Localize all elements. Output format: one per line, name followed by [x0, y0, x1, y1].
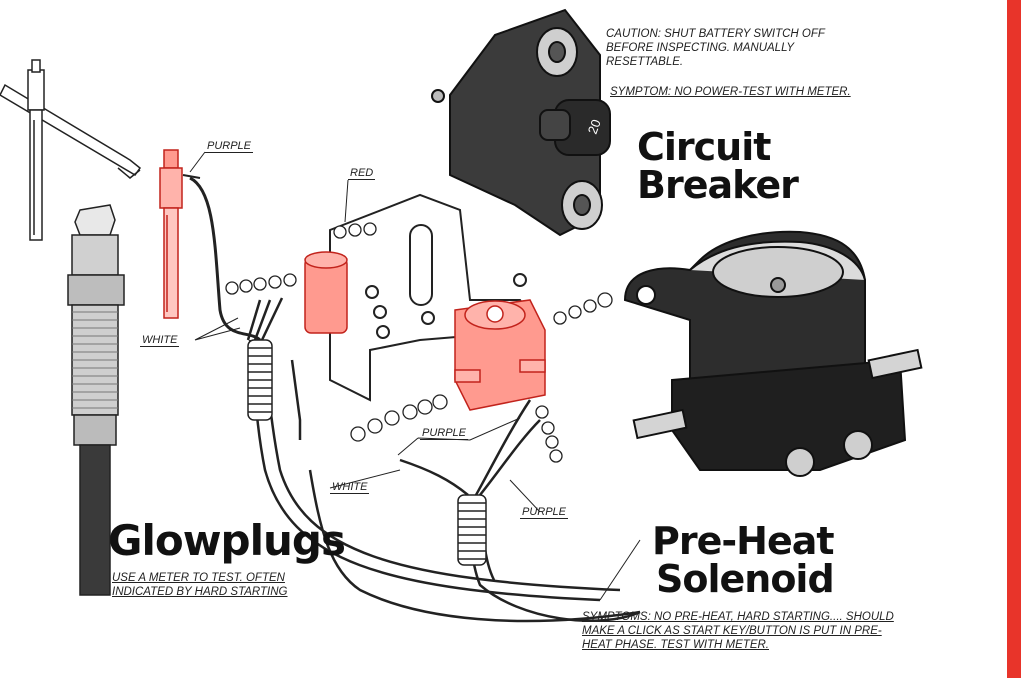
solenoid-note-line-3: HEAT PHASE. TEST WITH METER.: [582, 638, 769, 651]
glowplug-note-line-1: USE A METER TO TEST. OFTEN: [112, 572, 285, 584]
purple-bottom-text: PURPLE: [520, 506, 569, 519]
harness-coil: [247, 339, 487, 566]
caution-note: CAUTION: SHUT BATTERY SWITCH OFF BEFORE …: [606, 28, 876, 69]
glowplug-note-line-2: INDICATED BY HARD STARTING: [112, 585, 288, 598]
glowplug-tool-illustration: [0, 59, 142, 241]
wire-label-purple-bottom: PURPLE: [520, 506, 569, 519]
large-glowplug: [67, 204, 125, 596]
wire-label-purple-top: PURPLE: [205, 140, 254, 153]
page-edge-stripe: [1007, 0, 1021, 678]
circuit-breaker-title-line1: Circuit: [637, 125, 771, 169]
solenoid-note-line-2: MAKE A CLICK AS START KEY/BUTTON IS PUT …: [582, 624, 882, 637]
caution-line-2: BEFORE INSPECTING. MANUALLY: [606, 41, 795, 54]
breaker-symptom-note: SYMPTOM: NO POWER-TEST WITH METER.: [610, 86, 851, 98]
breaker-rating-label: 20: [585, 117, 604, 136]
label-leaders: [189, 151, 641, 601]
caution-line-3: RESETTABLE.: [606, 55, 684, 68]
wire-harness: [246, 297, 641, 623]
solenoid-symptoms-note: SYMPTOMS: NO PRE-HEAT, HARD STARTING....…: [582, 611, 962, 652]
circuit-breaker-illustration: [431, 8, 611, 237]
pre-heat-solenoid-illustration: [623, 230, 923, 477]
pre-heat-solenoid-title: Pre-Heat Solenoid: [652, 519, 835, 601]
red-text: RED: [348, 167, 376, 180]
wire-label-white-bottom: WHITE: [330, 481, 370, 494]
circuit-breaker-title: Circuit Breaker: [637, 125, 799, 207]
small-red-solenoid: [304, 251, 348, 334]
glowplug-test-note: USE A METER TO TEST. OFTEN INDICATED BY …: [112, 572, 288, 600]
large-red-solenoid: [454, 299, 546, 411]
wire-label-red: RED: [348, 167, 376, 180]
circuit-breaker-title-line2: Breaker: [637, 163, 799, 207]
small-glowplug-red: [159, 149, 183, 319]
pre-heat-solenoid-title-line2: Solenoid: [656, 557, 835, 601]
white-left-text: WHITE: [140, 334, 180, 347]
purple-mid-text: PURPLE: [420, 427, 469, 440]
pre-heat-solenoid-title-line1: Pre-Heat: [652, 519, 835, 563]
glowplugs-title: Glowplugs: [108, 516, 346, 565]
wire-label-white-left: WHITE: [140, 334, 180, 347]
white-bottom-text: WHITE: [330, 481, 370, 494]
wire-label-purple-mid: PURPLE: [420, 427, 469, 440]
purple-wire-top: [189, 176, 262, 342]
solenoid-note-line-1: SYMPTOMS: NO PRE-HEAT, HARD STARTING....…: [582, 611, 894, 623]
washers-and-nuts: [225, 222, 613, 463]
purple-top-text: PURPLE: [205, 140, 254, 153]
caution-line-1: CAUTION: SHUT BATTERY SWITCH OFF: [606, 28, 825, 40]
